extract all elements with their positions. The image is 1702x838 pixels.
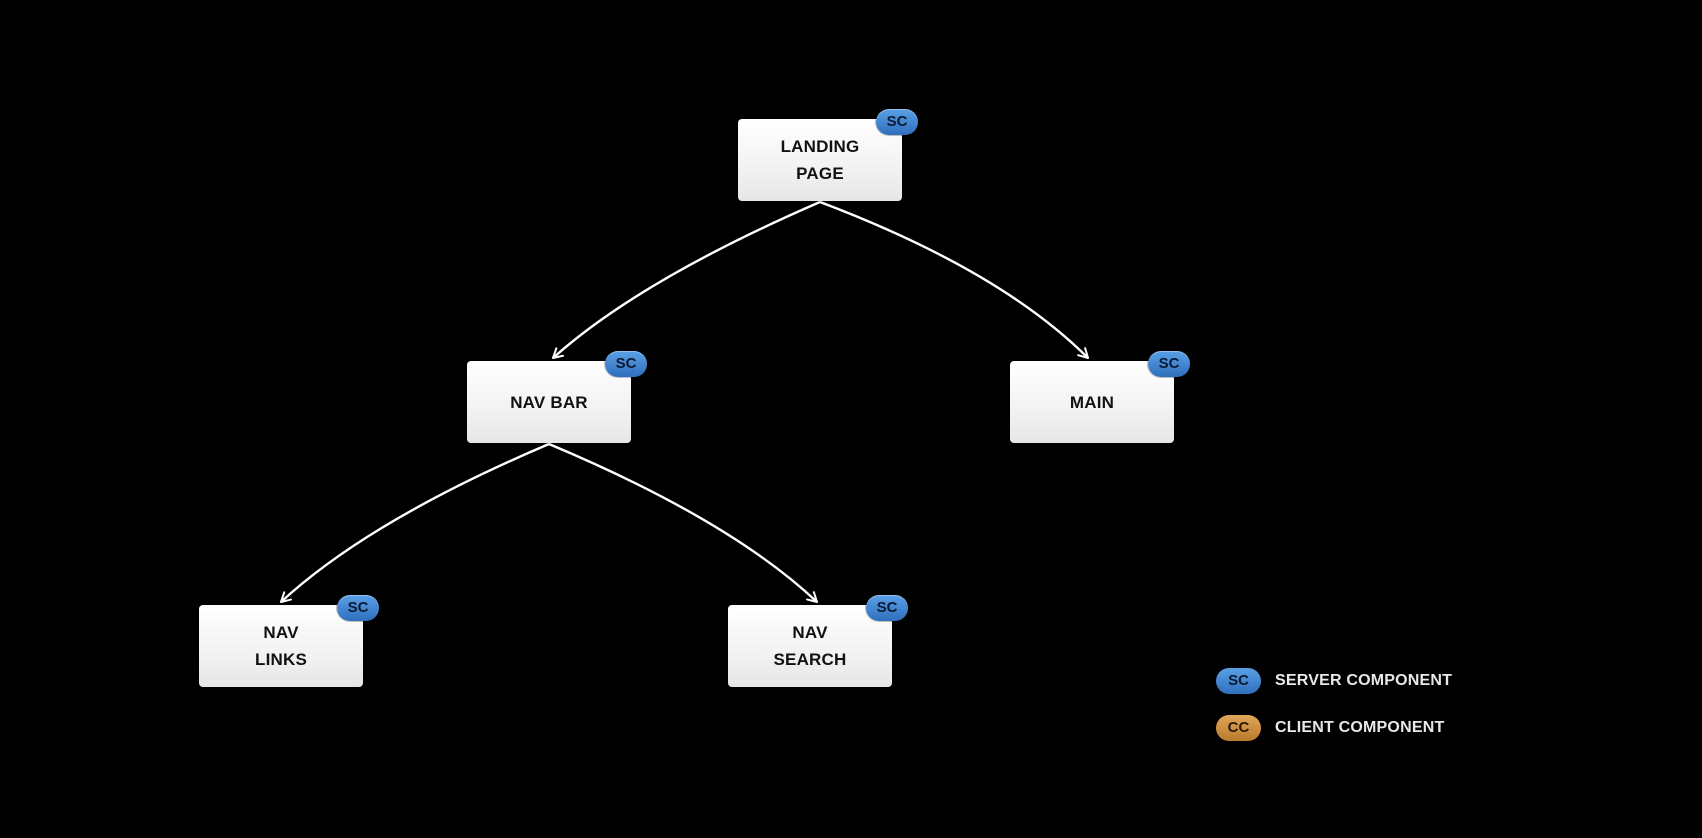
server-component-badge: SC: [1148, 351, 1190, 377]
node-nav-links: NAV LINKS SC: [199, 595, 379, 687]
node-label: NAV LINKS: [255, 623, 307, 669]
node-label: LANDING PAGE: [780, 137, 860, 183]
node-landing-page: LANDING PAGE SC: [738, 109, 918, 201]
node-label: NAV BAR: [510, 392, 588, 412]
node-label: NAV SEARCH: [773, 623, 847, 669]
node-nav-bar: NAV BAR SC: [467, 351, 647, 443]
server-component-badge: SC: [876, 109, 918, 135]
server-component-badge: SC: [1216, 668, 1261, 694]
legend-label: SERVER COMPONENT: [1275, 672, 1453, 689]
node-nav-search: NAV SEARCH SC: [728, 595, 908, 687]
server-component-badge: SC: [866, 595, 908, 621]
edge-landing-to-navbar: [552, 200, 821, 359]
legend: SC SERVER COMPONENT CC CLIENT COMPONENT: [1216, 666, 1516, 760]
edge-landing-to-main: [819, 200, 1089, 359]
legend-label: CLIENT COMPONENT: [1275, 719, 1445, 736]
server-component-badge: SC: [337, 595, 379, 621]
client-component-badge: CC: [1216, 715, 1261, 741]
edge-navbar-to-search: [548, 442, 818, 603]
node-main: MAIN SC: [1010, 351, 1190, 443]
legend-item-server: SC SERVER COMPONENT: [1216, 666, 1516, 696]
edge-navbar-to-links: [280, 442, 550, 603]
legend-item-client: CC CLIENT COMPONENT: [1216, 713, 1516, 743]
node-label: MAIN: [1069, 392, 1115, 412]
server-component-badge: SC: [605, 351, 647, 377]
